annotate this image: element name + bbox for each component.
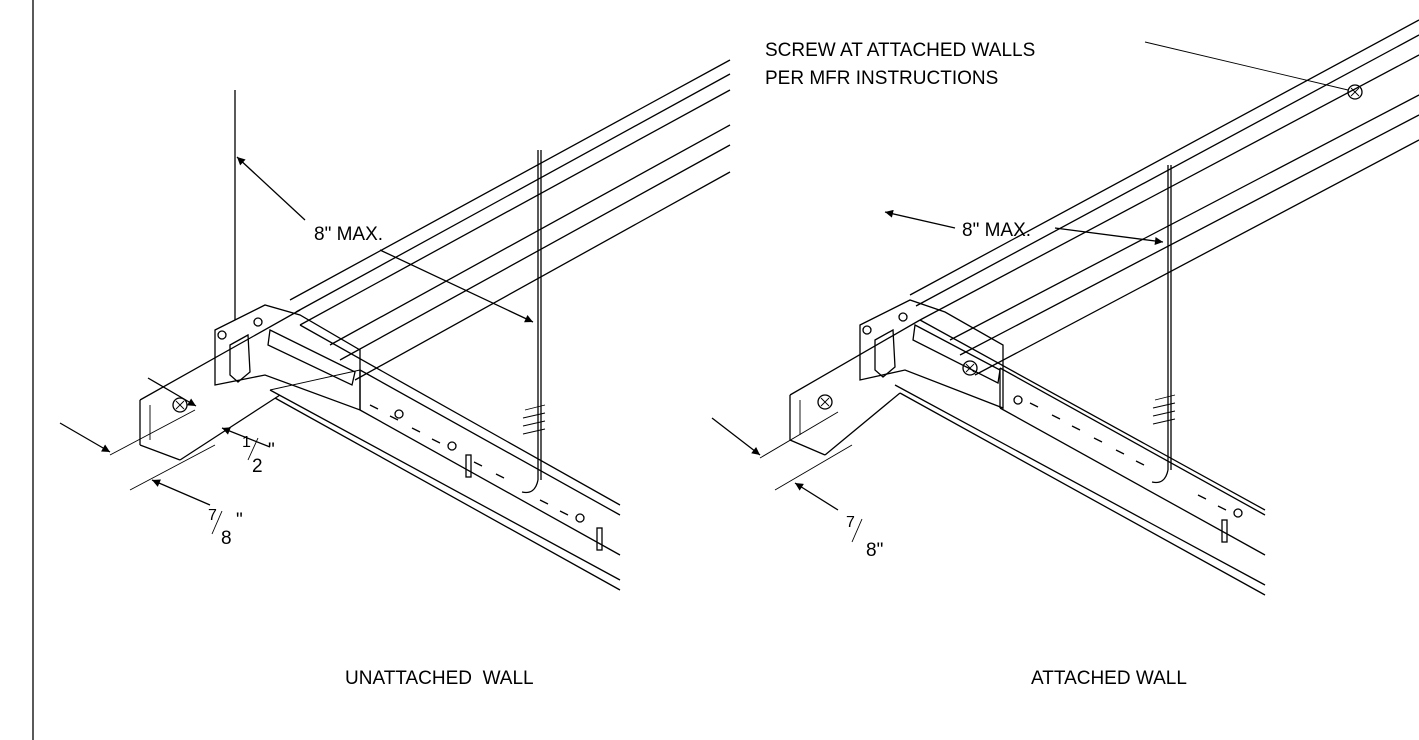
dim-8-max: 8" MAX.	[884, 209, 1164, 245]
screw-note: SCREW AT ATTACHED WALLS PER MFR INSTRUCT…	[765, 40, 1349, 91]
attached-wall-detail: SCREW AT ATTACHED WALLS PER MFR INSTRUCT…	[711, 19, 1419, 689]
dim-arrow	[236, 156, 306, 221]
dim-half-numerator: 1	[242, 434, 251, 451]
dim-arrow	[794, 482, 839, 511]
dim-arrow	[379, 249, 534, 323]
clip-screw-icon	[962, 360, 978, 376]
extension-line	[759, 411, 839, 459]
extension-line	[129, 444, 216, 491]
dim-seven-eighths: 7 8 "	[59, 409, 243, 549]
dim-8-max-label: 8" MAX.	[962, 220, 1031, 241]
dim-arrow	[884, 209, 956, 229]
attached-wall-screw-icon	[1347, 84, 1363, 100]
wall-angle	[139, 309, 301, 461]
dim-half-inch: 1 2 "	[147, 377, 275, 477]
dim-78-denominator: 8"	[866, 540, 883, 561]
extension-line	[774, 444, 853, 491]
dim-arrow	[221, 427, 271, 448]
end-clip	[214, 304, 361, 411]
note-line-2: PER MFR INSTRUCTIONS	[765, 68, 998, 89]
leader-line	[1144, 41, 1349, 91]
dim-arrow	[151, 479, 211, 506]
dim-arrow	[711, 417, 761, 456]
wall-angle	[789, 319, 921, 456]
dim-arrow	[59, 422, 111, 453]
cross-tee	[269, 324, 621, 591]
dim-78-numerator: 7	[208, 507, 217, 524]
dim-arrow	[1054, 227, 1164, 245]
dim-78-denominator: 8	[221, 528, 232, 549]
dim-half-inch-mark: "	[268, 440, 275, 461]
dim-8-max-label: 8" MAX.	[314, 224, 383, 245]
wall-screw-icon	[817, 394, 833, 410]
extension-line	[109, 409, 196, 456]
dim-seven-eighths: 7 8"	[711, 411, 883, 561]
unattached-wall-detail: 8" MAX. 1 2 " 7 8 " UNATTACHED WALL	[59, 59, 731, 689]
caption-attached-wall: ATTACHED WALL	[1031, 668, 1187, 689]
caption-unattached-wall: UNATTACHED WALL	[345, 668, 534, 689]
dim-arrow	[147, 377, 197, 407]
end-clip	[859, 299, 1004, 409]
hanger-wire	[521, 150, 546, 494]
hanger-wire	[1151, 165, 1176, 484]
dim-half-denominator: 2	[252, 456, 263, 477]
cross-tee	[894, 319, 1266, 596]
dim-78-numerator: 7	[846, 514, 855, 531]
note-line-1: SCREW AT ATTACHED WALLS	[765, 40, 1035, 61]
wall-screw-icon	[172, 397, 188, 413]
main-runner	[289, 59, 731, 381]
dim-78-inch-mark: "	[236, 510, 243, 531]
dim-8-max: 8" MAX.	[234, 90, 534, 323]
